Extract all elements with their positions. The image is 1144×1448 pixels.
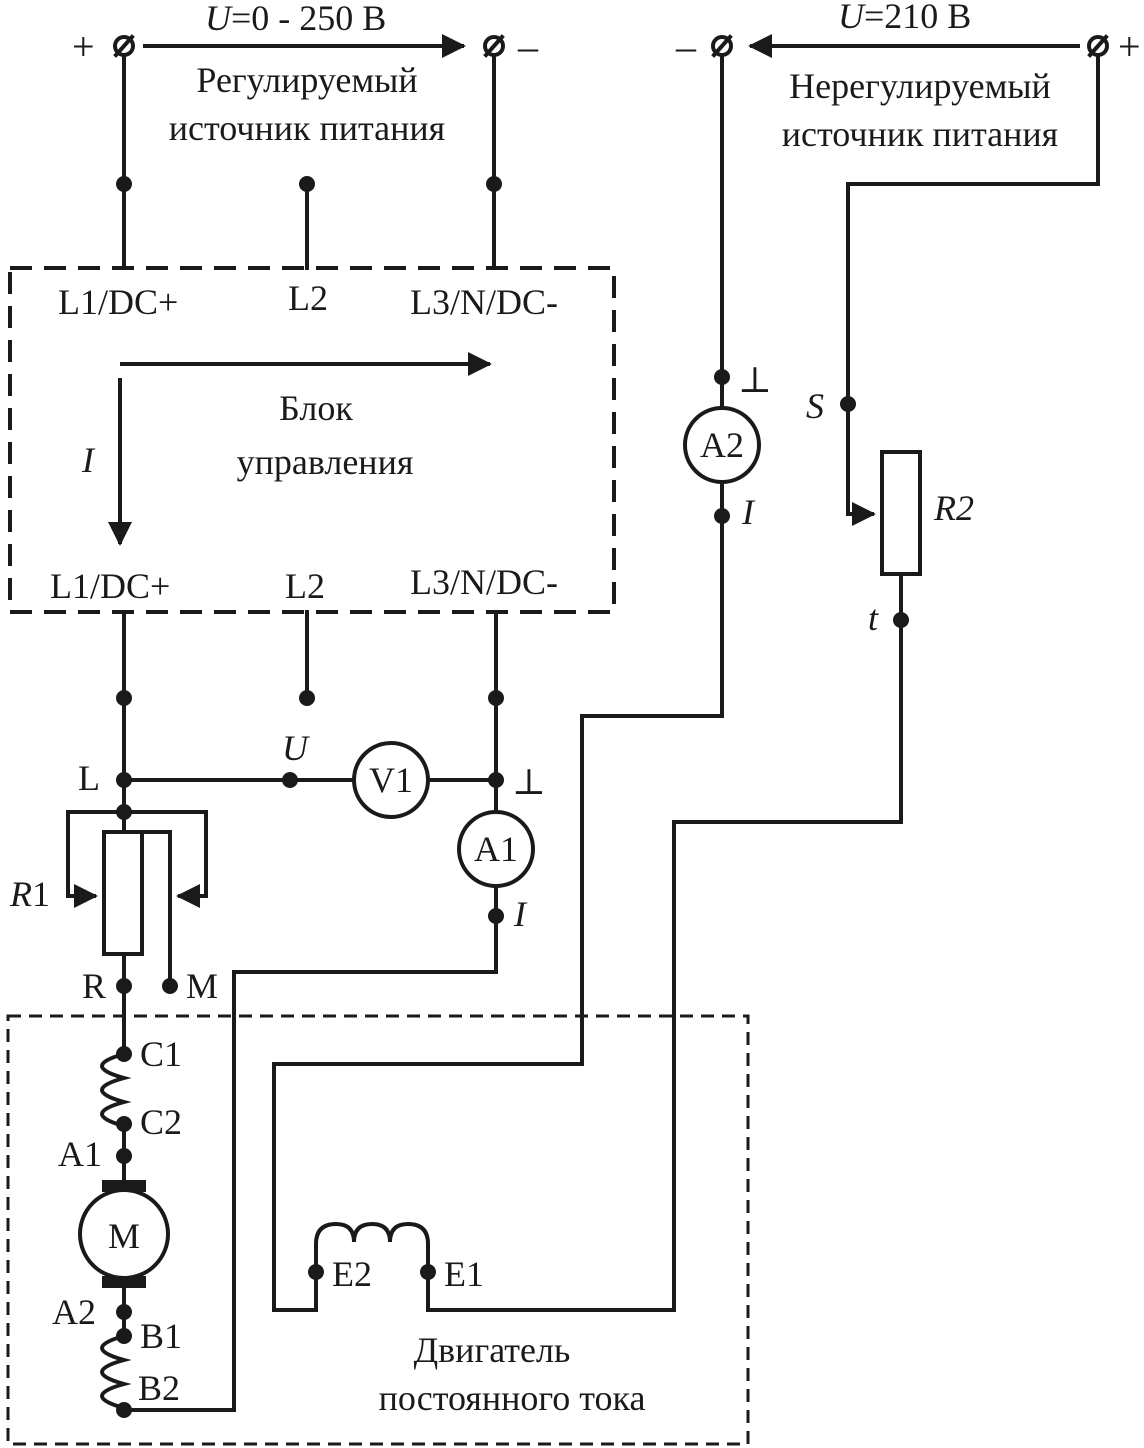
unregulated-voltage-label: U=210 В bbox=[838, 0, 971, 36]
brush-top-icon bbox=[102, 1180, 146, 1192]
motor-title-line1: Двигатель bbox=[414, 1330, 571, 1370]
terminal-a2-label: A2 bbox=[52, 1292, 96, 1332]
terminal-r bbox=[116, 978, 132, 994]
brush-bottom-icon bbox=[102, 1276, 146, 1288]
control-output-wiring bbox=[116, 610, 504, 782]
ammeter-a1-label: A1 bbox=[474, 829, 518, 869]
terminal-b2-label: B2 bbox=[138, 1368, 180, 1408]
rheostat-r1: R1 R M bbox=[9, 778, 218, 1056]
series-winding-icon bbox=[100, 1051, 132, 1129]
ammeter-a2-branch: ⊥ A2 I bbox=[272, 54, 772, 1312]
control-in-l2-label: L2 bbox=[288, 278, 328, 318]
regulated-minus-terminal-icon bbox=[483, 34, 505, 58]
terminal-e2-label: E2 bbox=[332, 1254, 372, 1294]
regulated-plus-terminal-icon bbox=[113, 34, 135, 58]
control-in-l3-label: L3/N/DC- bbox=[410, 282, 558, 322]
terminal-e1 bbox=[420, 1264, 436, 1280]
r2-label: R2 bbox=[933, 488, 974, 528]
regulated-source-title-line1: Регулируемый bbox=[196, 60, 417, 100]
unregulated-source-title-line2: источник питания bbox=[782, 114, 1058, 154]
terminal-e2 bbox=[308, 1264, 324, 1280]
regulated-voltage-value: =0 - 250 В bbox=[231, 0, 386, 38]
control-block: L1/DC+ L2 L3/N/DC- I Блок управления L1/… bbox=[8, 266, 616, 614]
voltmeter-v1 bbox=[352, 741, 430, 819]
terminal-m-label: M bbox=[186, 966, 218, 1006]
regulated-source-title-line2: источник питания bbox=[169, 108, 445, 148]
regulated-voltage-label: U=0 - 250 В bbox=[205, 0, 386, 38]
rheostat-r2-branch: S R2 t bbox=[426, 54, 1100, 1312]
ammeter-a1-branch: A1 I bbox=[122, 778, 535, 1412]
terminal-s bbox=[840, 396, 856, 412]
control-out-l3-label: L3/N/DC- bbox=[410, 562, 558, 602]
v1-ground-icon: ⊥ bbox=[512, 762, 546, 802]
terminal-u-label: U bbox=[282, 728, 310, 768]
dc-motor-block: C1 C2 A1 M A2 B1 B2 E2 E1 Двигатель пост… bbox=[6, 1014, 750, 1446]
terminal-c1-label: C1 bbox=[140, 1034, 182, 1074]
control-title-line1: Блок bbox=[279, 388, 353, 428]
control-title-line2: управления bbox=[237, 442, 414, 482]
terminal-a1-label: A1 bbox=[58, 1134, 102, 1174]
a2-ground-icon: ⊥ bbox=[738, 360, 772, 400]
terminal-a2 bbox=[116, 1304, 132, 1320]
motor-label: M bbox=[108, 1216, 140, 1256]
unregulated-voltage-value: =210 В bbox=[864, 0, 971, 36]
terminal-b1-label: B1 bbox=[140, 1316, 182, 1356]
terminal-r-label: R bbox=[82, 966, 106, 1006]
terminal-m bbox=[162, 978, 178, 994]
unregulated-source-title-line1: Нерегулируемый bbox=[789, 66, 1051, 106]
regulated-l1-node bbox=[116, 176, 132, 192]
terminal-t-label: t bbox=[868, 598, 879, 638]
regulated-voltage-symbol: U bbox=[205, 0, 233, 38]
terminal-c2-label: C2 bbox=[140, 1102, 182, 1142]
regulated-minus-sign: – bbox=[517, 24, 539, 69]
unregulated-plus-sign: + bbox=[1118, 24, 1141, 69]
terminal-t bbox=[893, 612, 909, 628]
rheostat-r2 bbox=[880, 450, 922, 576]
a1-current-label: I bbox=[513, 894, 528, 934]
unregulated-minus-terminal-icon bbox=[711, 34, 733, 58]
regulated-power-source: + – U=0 - 250 В Регулируемый источник пи… bbox=[72, 0, 539, 270]
terminal-e1-label: E1 bbox=[444, 1254, 484, 1294]
regulated-l2-node bbox=[299, 176, 315, 192]
control-in-l1-label: L1/DC+ bbox=[58, 282, 178, 322]
voltmeter-v1-branch: L U ⊥ V1 bbox=[78, 728, 546, 819]
r1-letter: R bbox=[9, 874, 32, 914]
r1-label: R1 bbox=[9, 874, 50, 914]
compensating-winding-icon bbox=[100, 1333, 132, 1411]
terminal-s-label: S bbox=[806, 386, 824, 426]
unregulated-plus-terminal-icon bbox=[1087, 34, 1109, 58]
regulated-l3-node bbox=[486, 176, 502, 192]
field-winding-icon bbox=[314, 1221, 430, 1274]
unregulated-power-source: – + U=210 В Нерегулируемый источник пита… bbox=[675, 0, 1141, 154]
a2-current-label: I bbox=[741, 492, 756, 532]
terminal-a1 bbox=[116, 1148, 132, 1164]
r1-number: 1 bbox=[32, 874, 50, 914]
terminal-l-label: L bbox=[78, 758, 100, 798]
control-out-l1-label: L1/DC+ bbox=[50, 566, 170, 606]
terminal-u bbox=[282, 772, 298, 788]
control-current-label: I bbox=[81, 440, 96, 480]
unregulated-voltage-symbol: U bbox=[838, 0, 866, 36]
ammeter-a2-label: A2 bbox=[700, 425, 744, 465]
control-out-l2-label: L2 bbox=[285, 566, 325, 606]
motor-title-line2: постоянного тока bbox=[379, 1378, 646, 1418]
unregulated-minus-sign: – bbox=[675, 24, 697, 69]
terminal-b2 bbox=[116, 1402, 132, 1418]
regulated-plus-sign: + bbox=[72, 24, 95, 69]
voltmeter-v1-label: V1 bbox=[369, 760, 413, 800]
